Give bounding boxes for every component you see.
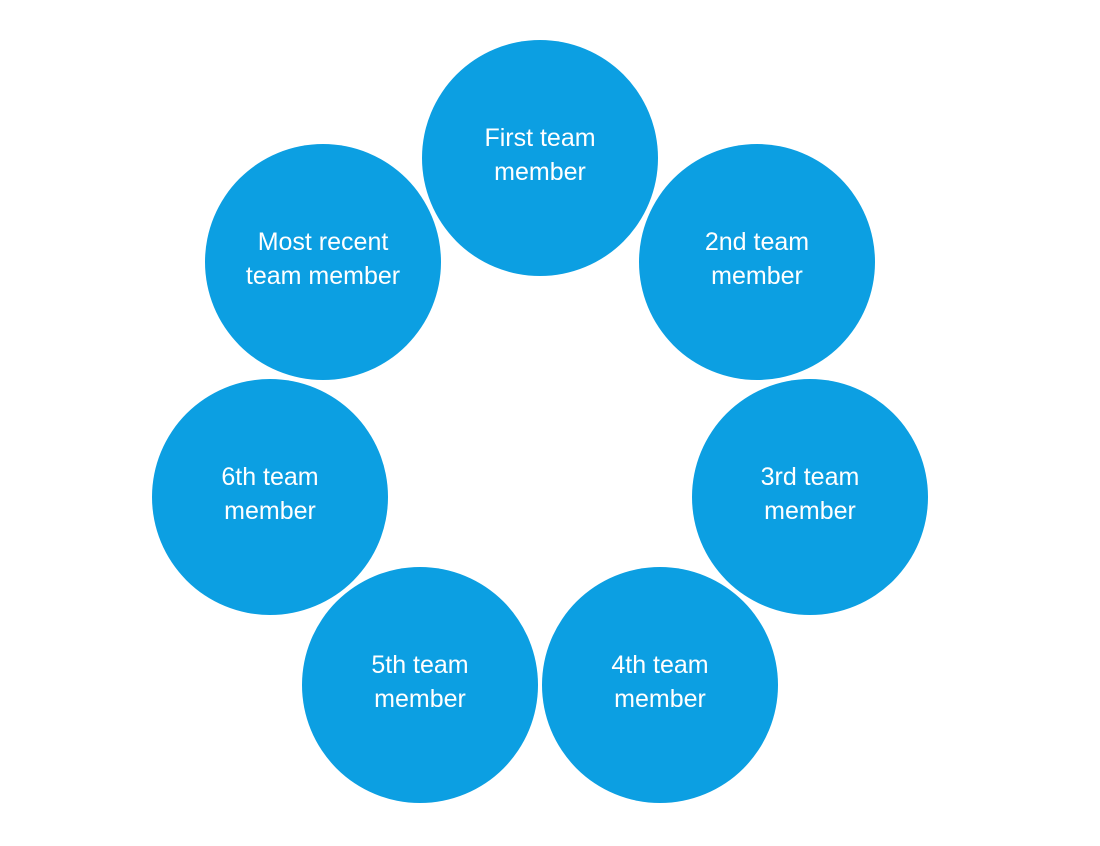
node-label: 4th team member	[611, 651, 709, 713]
node-label: 5th team member	[371, 651, 469, 713]
node-label: First team member	[484, 124, 596, 186]
node-label: 3rd team member	[760, 463, 860, 525]
node-first-team-member: First team member	[422, 40, 658, 276]
node-most-recent-team-member: Most recent team member	[205, 144, 441, 380]
node-label: 6th team member	[221, 463, 319, 525]
node-label: Most recent team member	[245, 228, 401, 290]
node-6th-team-member: 6th team member	[152, 379, 388, 615]
node-label: 2nd team member	[704, 228, 810, 290]
node-5th-team-member: 5th team member	[302, 567, 538, 803]
node-4th-team-member: 4th team member	[542, 567, 778, 803]
node-2nd-team-member: 2nd team member	[639, 144, 875, 380]
node-3rd-team-member: 3rd team member	[692, 379, 928, 615]
